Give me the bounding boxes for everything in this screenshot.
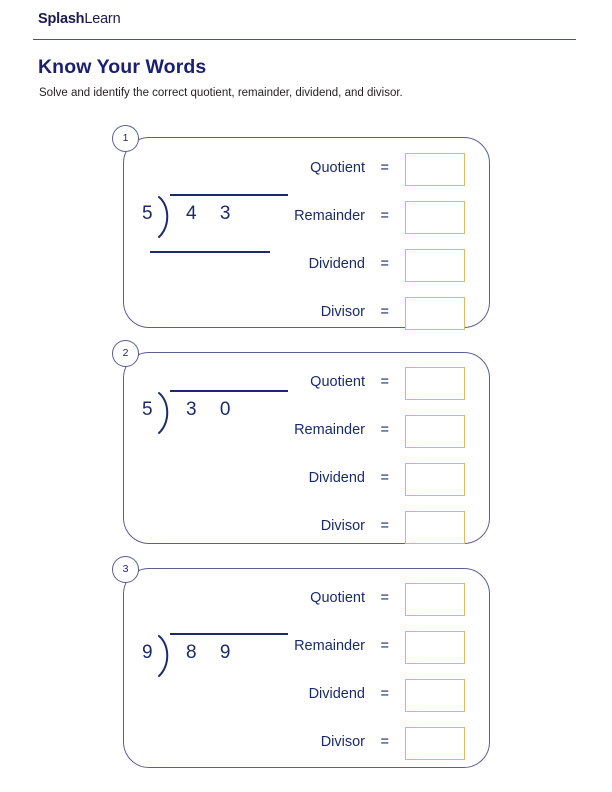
answer-label-remainder: Remainder	[294, 638, 365, 654]
answer-box-quotient[interactable]	[405, 583, 465, 616]
answer-box-dividend[interactable]	[405, 463, 465, 496]
answer-row-quotient: Quotient =	[124, 153, 489, 187]
page-title: Know Your Words	[38, 56, 207, 78]
equals-sign: =	[380, 518, 389, 534]
answer-label-divisor: Divisor	[320, 518, 365, 534]
equals-sign: =	[380, 734, 389, 750]
equals-sign: =	[380, 304, 389, 320]
answer-row-remainder: Remainder =	[124, 201, 489, 235]
answer-row-quotient: Quotient =	[124, 583, 489, 617]
dividend-digits: 8 9	[186, 642, 240, 663]
answer-label-quotient: Quotient	[310, 590, 365, 606]
answer-box-remainder[interactable]	[405, 631, 465, 664]
equals-sign: =	[380, 422, 389, 438]
equals-sign: =	[380, 470, 389, 486]
answer-label-divisor: Divisor	[320, 734, 365, 750]
problem-card-1: 1 5 4 3 Quotient = Remainder = Dividend …	[112, 125, 490, 331]
answer-row-dividend: Dividend =	[124, 249, 489, 283]
division-vinculum	[170, 633, 288, 635]
equals-sign: =	[380, 256, 389, 272]
equals-sign: =	[380, 208, 389, 224]
division-bracket-icon	[157, 194, 175, 238]
division-bracket-icon	[157, 633, 175, 677]
problem-card-2: 2 5 3 0 Quotient = Remainder = Dividend …	[112, 340, 490, 545]
dividend-digits: 4 3	[186, 203, 240, 224]
problem-number-badge: 1	[112, 125, 139, 152]
answer-label-remainder: Remainder	[294, 208, 365, 224]
answer-box-divisor[interactable]	[405, 727, 465, 760]
answer-box-quotient[interactable]	[405, 153, 465, 186]
divisor-digit: 5	[142, 203, 153, 224]
answer-label-quotient: Quotient	[310, 160, 365, 176]
answer-box-divisor[interactable]	[405, 297, 465, 330]
equals-sign: =	[380, 160, 389, 176]
answer-box-divisor[interactable]	[405, 511, 465, 544]
answer-label-divisor: Divisor	[320, 304, 365, 320]
answer-label-quotient: Quotient	[310, 374, 365, 390]
equals-sign: =	[380, 686, 389, 702]
answer-row-quotient: Quotient =	[124, 367, 489, 401]
answer-box-quotient[interactable]	[405, 367, 465, 400]
answer-row-divisor: Divisor =	[124, 297, 489, 331]
division-bracket-icon	[157, 390, 175, 434]
division-work-line	[150, 251, 270, 253]
answer-label-dividend: Dividend	[308, 470, 365, 486]
division-vinculum	[170, 194, 288, 196]
equals-sign: =	[380, 590, 389, 606]
problem-number-badge: 3	[112, 556, 139, 583]
answer-row-dividend: Dividend =	[124, 463, 489, 497]
header-divider	[33, 39, 576, 40]
answer-box-dividend[interactable]	[405, 679, 465, 712]
answer-label-dividend: Dividend	[308, 256, 365, 272]
answer-row-divisor: Divisor =	[124, 727, 489, 761]
page-subtitle: Solve and identify the correct quotient,…	[39, 87, 403, 99]
answer-box-dividend[interactable]	[405, 249, 465, 282]
dividend-digits: 3 0	[186, 399, 240, 420]
answer-row-remainder: Remainder =	[124, 415, 489, 449]
equals-sign: =	[380, 638, 389, 654]
divisor-digit: 9	[142, 642, 153, 663]
answer-box-remainder[interactable]	[405, 415, 465, 448]
answer-box-remainder[interactable]	[405, 201, 465, 234]
answer-row-remainder: Remainder =	[124, 631, 489, 665]
answer-row-divisor: Divisor =	[124, 511, 489, 545]
divisor-digit: 5	[142, 399, 153, 420]
logo-splash-text: Splash	[38, 11, 85, 27]
answer-label-dividend: Dividend	[308, 686, 365, 702]
answer-label-remainder: Remainder	[294, 422, 365, 438]
answer-row-dividend: Dividend =	[124, 679, 489, 713]
logo-learn-text: Learn	[84, 11, 121, 27]
equals-sign: =	[380, 374, 389, 390]
problem-card-3: 3 9 8 9 Quotient = Remainder = Dividend …	[112, 556, 490, 768]
problem-number-badge: 2	[112, 340, 139, 367]
division-vinculum	[170, 390, 288, 392]
splashlearn-logo: SplashLearn	[38, 11, 121, 27]
